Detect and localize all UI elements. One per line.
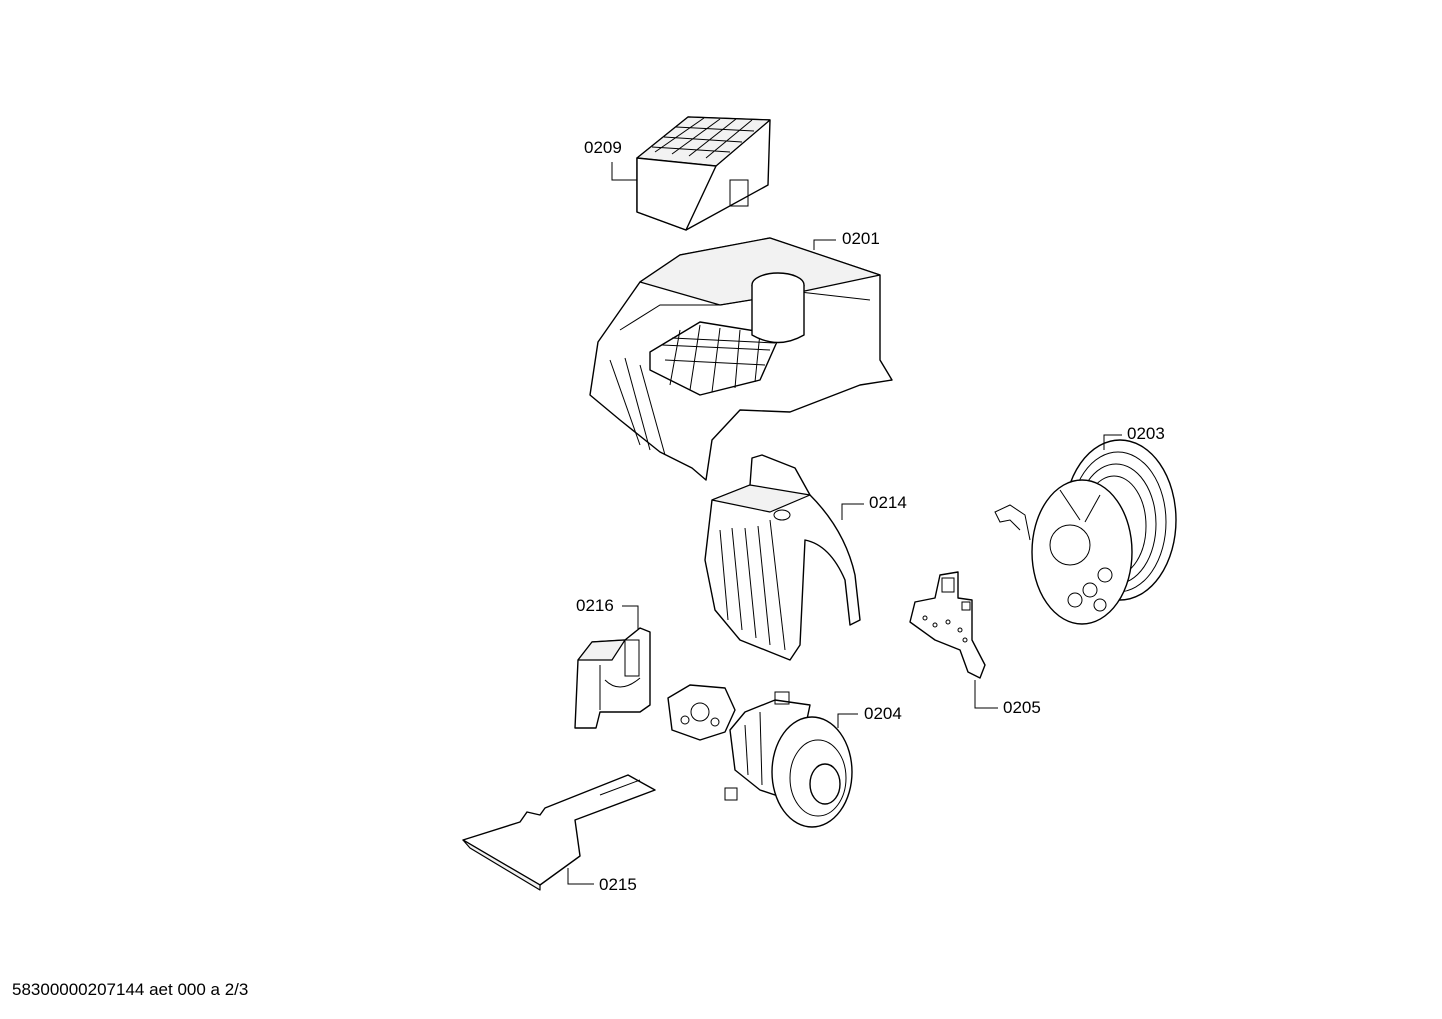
callout-0216: 0216 [576, 596, 614, 615]
part-0216-holder[interactable] [574, 627, 651, 729]
part-0214-motor-shroud[interactable] [704, 454, 861, 661]
part-0201-housing[interactable] [589, 237, 893, 481]
part-0215-plate[interactable] [462, 774, 656, 891]
leader-0204 [837, 713, 858, 728]
part-0205-circuit-board[interactable] [909, 571, 986, 679]
callout-0205: 0205 [1003, 698, 1041, 717]
leader-0216 [622, 605, 639, 630]
leader-0205 [974, 680, 998, 709]
leader-0214 [841, 503, 864, 520]
callout-0214: 0214 [869, 493, 907, 512]
callout-0209: 0209 [584, 138, 622, 157]
part-0203-cable-reel[interactable] [994, 439, 1177, 625]
document-footer-code: 58300000207144 aet 000 a 2/3 [12, 980, 249, 999]
leader-0201 [813, 239, 836, 250]
leader-0203 [1103, 434, 1122, 450]
callout-0204: 0204 [864, 704, 902, 723]
leader-0215 [567, 868, 594, 885]
leader-0209 [611, 162, 637, 181]
callout-0201: 0201 [842, 229, 880, 248]
callout-0203: 0203 [1127, 424, 1165, 443]
callout-0215: 0215 [599, 875, 637, 894]
part-0209-filter[interactable] [636, 116, 771, 231]
part-0204-motor[interactable] [667, 684, 853, 828]
